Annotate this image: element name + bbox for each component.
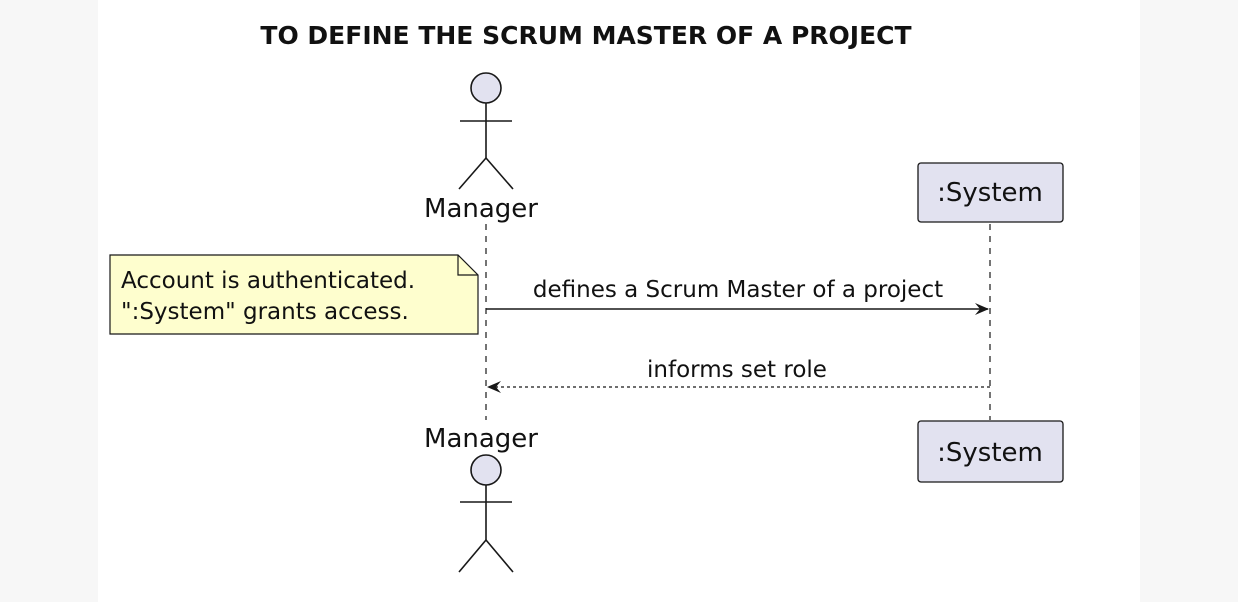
participant-box-system-bottom [917,420,1064,483]
note-box [109,254,479,335]
actor-manager-bottom [458,454,514,573]
participant-label-system-top: :System [937,178,1043,208]
actor-label-manager-bottom: Manager [424,424,538,454]
note: Account is authenticated. ":System" gran… [109,254,479,335]
message-label-informs: informs set role [647,357,827,383]
actor-head [470,72,502,104]
left-margin-band [0,0,98,602]
note-fold [457,255,478,276]
actor-manager-top [458,72,514,190]
actor-head [470,454,502,486]
diagram-title: TO DEFINE THE SCRUM MASTER OF A PROJECT [260,21,911,50]
note-line-1: Account is authenticated. [121,268,415,294]
participant-label-system-bottom: :System [937,438,1043,468]
right-margin-band [1140,0,1238,602]
actor-label-manager-top: Manager [424,194,538,224]
message-label-defines: defines a Scrum Master of a project [533,277,943,303]
participant-box-system-top [917,162,1064,223]
note-line-2: ":System" grants access. [121,299,409,325]
